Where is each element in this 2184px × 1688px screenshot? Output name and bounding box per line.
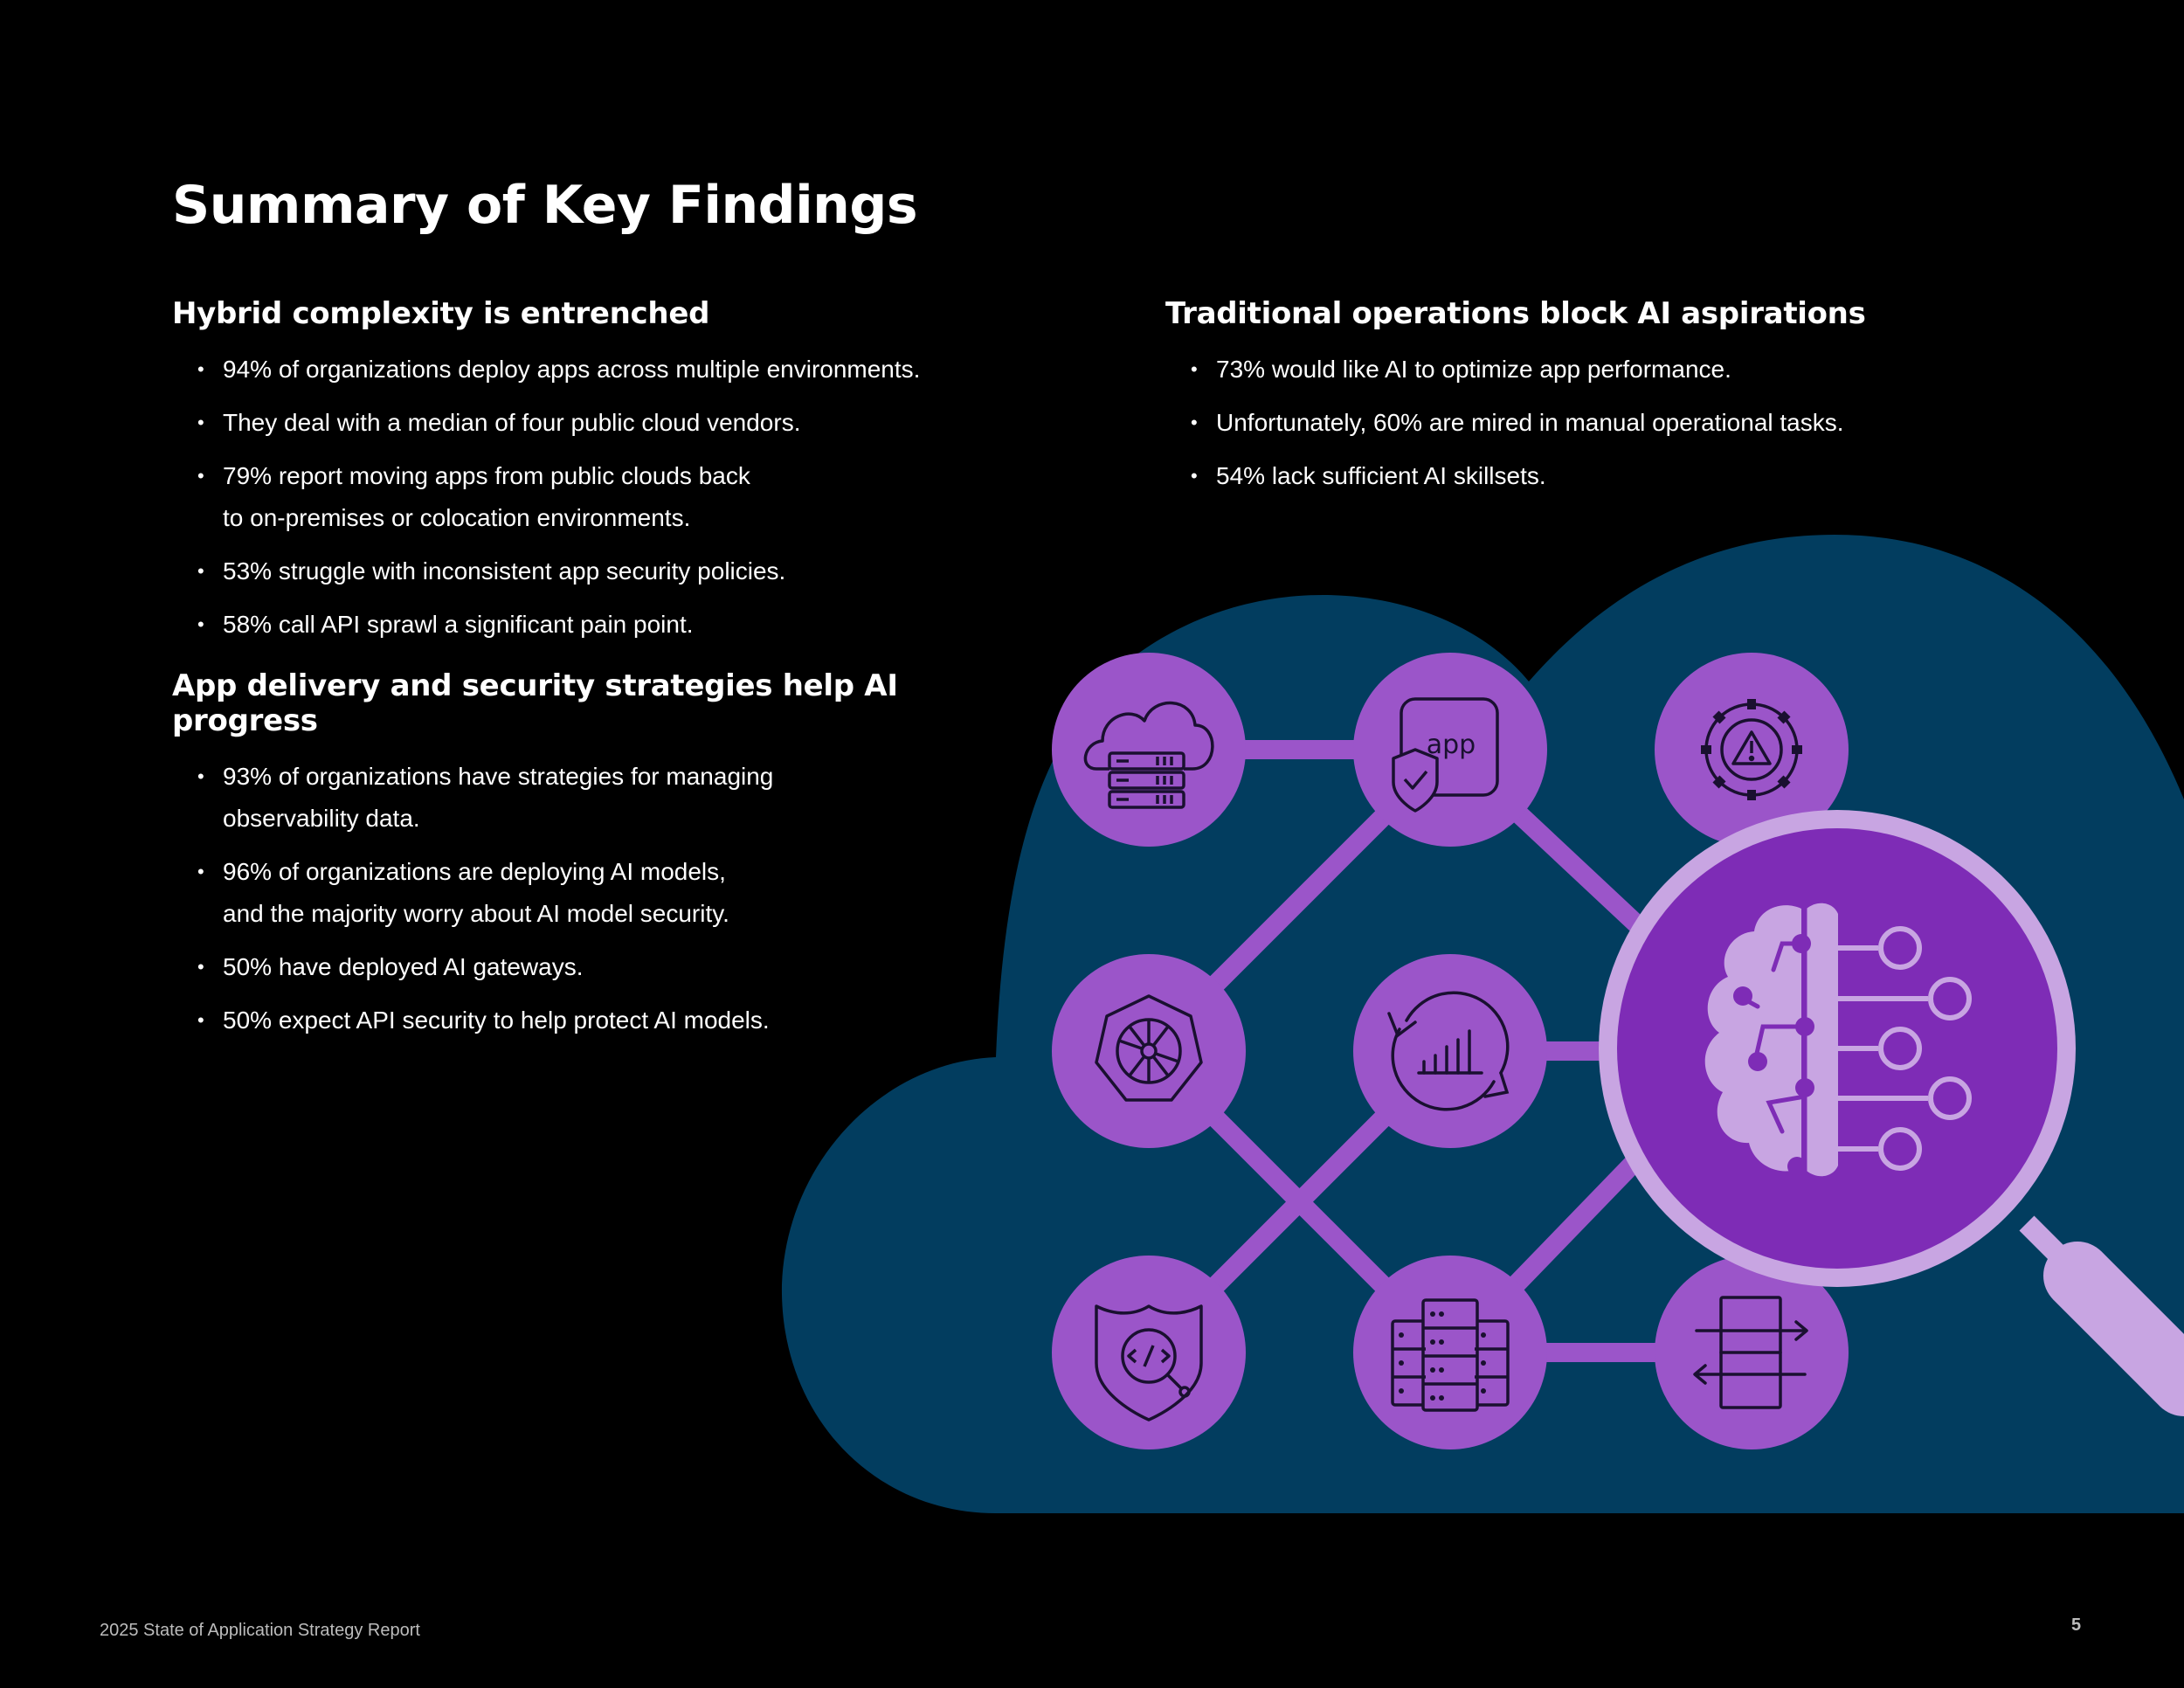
bullet-list: 94% of organizations deploy apps across … [172,349,1046,646]
list-item: 96% of organizations are deploying AI mo… [172,851,1046,935]
gear-warning-icon [1701,699,1802,800]
code-shield-icon [1095,1304,1203,1422]
kubernetes-icon [1095,994,1203,1102]
list-item: 94% of organizations deploy apps across … [172,349,1046,391]
section-app-delivery: App delivery and security strategies hel… [172,668,1046,1053]
data-transfer-icon [1693,1296,1808,1409]
app-icon-label: app [1427,730,1476,760]
section-hybrid-complexity: Hybrid complexity is entrenched 94% of o… [172,296,1046,657]
list-item: 50% expect API security to help protect … [172,1000,1046,1041]
list-item: 58% call API sprawl a significant pain p… [172,604,1046,646]
server-rack-icon [1391,1298,1510,1412]
list-item: Unfortunately, 60% are mired in manual o… [1165,402,2126,444]
cloud-server-icon [1083,701,1214,809]
list-item: 50% have deployed AI gateways. [172,946,1046,988]
app-security-icon [1392,697,1499,813]
bullet-list: 73% would like AI to optimize app perfor… [1165,349,2126,497]
bullet-list: 93% of organizations have strategies for… [172,756,1046,1041]
page-number: 5 [2071,1615,2082,1635]
footer-report-name: 2025 State of Application Strategy Repor… [100,1621,420,1640]
brain-circuit-icon [1704,903,1972,1177]
section-heading: Traditional operations block AI aspirati… [1165,296,1866,331]
list-item: 79% report moving apps from public cloud… [172,455,1046,539]
section-heading: Hybrid complexity is entrenched [172,296,710,331]
list-item: 53% struggle with inconsistent app secur… [172,550,1046,592]
refresh-chart-icon [1387,991,1510,1111]
section-heading: App delivery and security strategies hel… [172,668,898,738]
list-item: 93% of organizations have strategies for… [172,756,1046,840]
list-item: 73% would like AI to optimize app perfor… [1165,349,2126,391]
page-title: Summary of Key Findings [172,175,918,236]
list-item: 54% lack sufficient AI skillsets. [1165,455,2126,497]
list-item: They deal with a median of four public c… [172,402,1046,444]
section-traditional-operations: Traditional operations block AI aspirati… [1165,296,2126,508]
